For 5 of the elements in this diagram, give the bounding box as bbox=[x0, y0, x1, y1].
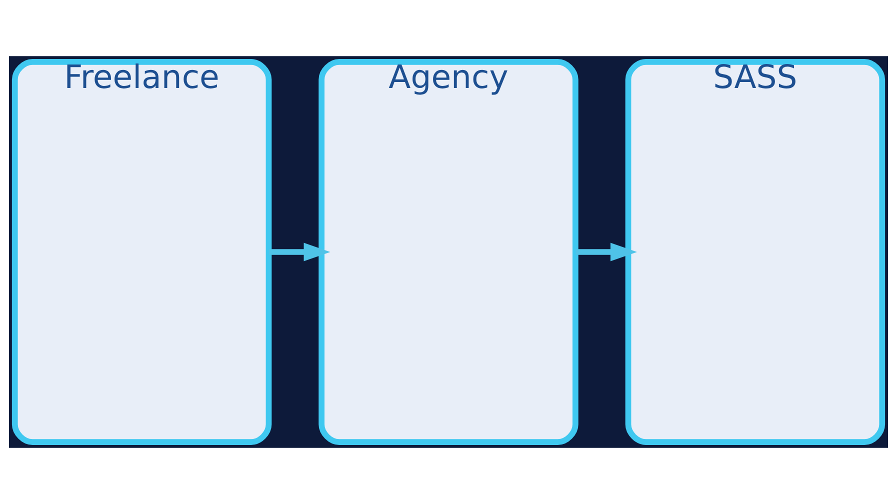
arrow bbox=[575, 242, 636, 261]
node-box: Freelance bbox=[11, 58, 272, 444]
node-box: Agency bbox=[318, 58, 578, 444]
node-box: SASS bbox=[624, 58, 885, 444]
arrow bbox=[268, 242, 330, 261]
